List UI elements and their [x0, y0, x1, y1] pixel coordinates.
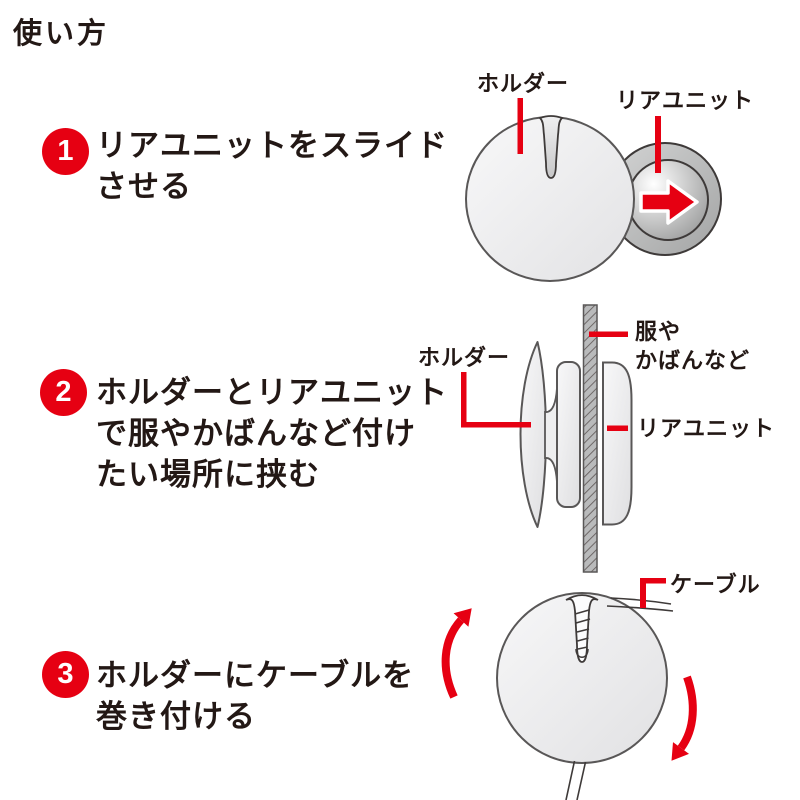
fabric-leader-line [589, 331, 628, 337]
step2-holder-label: ホルダー [418, 345, 511, 370]
slide-arrow-icon [639, 179, 699, 225]
step1-number: 1 [57, 135, 74, 167]
holder-clamp-disc [556, 361, 581, 508]
step1-number-badge: 1 [42, 128, 89, 175]
step3-line2: 巻き付ける [96, 699, 256, 734]
cable-exiting-bottom [565, 760, 587, 800]
step2-line2: で服やかばんなど付け [96, 416, 416, 451]
step3-diagram [441, 578, 697, 800]
holder-front-view [496, 592, 668, 764]
wrapped-cable-coils [574, 609, 591, 650]
step3-text: ホルダーにケーブルを 巻き付ける [96, 655, 414, 737]
step1-line1: リアユニットをスライド [96, 128, 448, 163]
step2-text: ホルダーとリアユニット で服やかばんなど付け たい場所に挟む [96, 372, 448, 495]
step1-line2: させる [96, 169, 192, 204]
rear-unit-illustration [608, 142, 722, 256]
step2-number-badge: 2 [40, 369, 87, 416]
step2-fabric-label: 服や かばんなど [635, 317, 750, 375]
step3-number: 3 [57, 658, 74, 690]
step3-cable-label: ケーブル [670, 572, 761, 597]
holder-slot-with-cable [565, 594, 599, 663]
rotate-arrow-up-icon [453, 608, 472, 627]
cable-end [575, 648, 589, 658]
rear-unit-side-view [602, 361, 633, 526]
step2-number: 2 [55, 376, 72, 408]
rear-unit-leader-line [607, 425, 628, 431]
step1-rear-unit-label: リアユニット [616, 88, 755, 113]
holder-slot [538, 115, 564, 179]
step2-line3: たい場所に挟む [96, 457, 320, 492]
page-title: 使い方 [13, 18, 110, 50]
holder-leader-line [517, 98, 523, 154]
holder-stem [544, 387, 558, 483]
step3-number-badge: 3 [42, 651, 89, 698]
step1-holder-label: ホルダー [477, 71, 570, 96]
step2-fabric-label-line2: かばんなど [635, 348, 751, 373]
step2-line1: ホルダーとリアユニット [96, 375, 448, 410]
step2-rear-unit-label: リアユニット [637, 416, 776, 441]
rotate-arrow-down-icon [671, 742, 689, 761]
rotate-arrow-up-arc [441, 617, 465, 699]
step2-fabric-label-line1: 服や [635, 319, 682, 344]
cable-leader-line-vertical [640, 578, 646, 608]
fabric-bar [582, 304, 598, 573]
rear-unit-leader-line [655, 116, 661, 173]
holder-leader-line-vertical [461, 372, 467, 428]
step2-diagram [461, 304, 633, 573]
step3-line1: ホルダーにケーブルを [96, 658, 415, 693]
step1-text: リアユニットをスライド させる [96, 125, 448, 207]
cable-leader-line-horizontal [640, 578, 666, 584]
holder-side-view [519, 341, 547, 528]
holder-leader-line-horizontal [461, 422, 531, 428]
step1-diagram [465, 98, 722, 282]
rotate-arrow-down-arc [677, 675, 697, 751]
